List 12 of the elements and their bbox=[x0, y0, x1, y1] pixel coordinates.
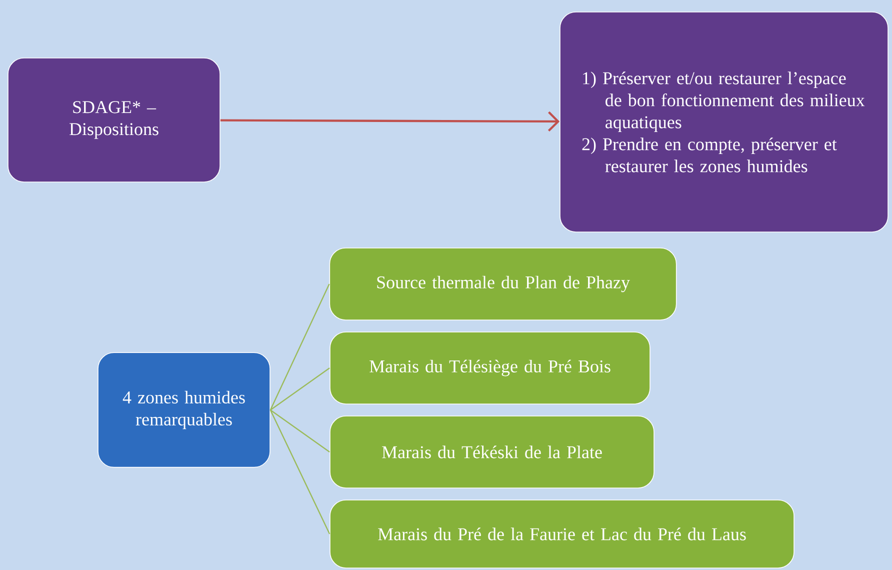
connector-line bbox=[270, 410, 330, 452]
connector-line bbox=[270, 284, 330, 410]
category-box: 4 zones humides remarquables bbox=[98, 352, 270, 468]
zone-box: Marais du Pré de la Faurie et Lac du Pré du Laus bbox=[330, 500, 794, 568]
list-box: 1) Préserver et/ou restaurer l’espace de bon fonctionnement des milieux aquatiques 2) Prendre en compte, préserver et restaurer les zones humides bbox=[560, 12, 888, 232]
zone-box: Marais du Tékéski de la Plate bbox=[330, 416, 654, 488]
zone-box: Source thermale du Plan de Phazy bbox=[329, 248, 677, 320]
process-box: SDAGE* – Dispositions bbox=[8, 58, 220, 182]
connector-line bbox=[270, 410, 330, 534]
zone-box: Marais du Télésiège du Pré Bois bbox=[330, 332, 650, 404]
connector-line bbox=[270, 368, 330, 410]
arrow bbox=[220, 111, 560, 132]
